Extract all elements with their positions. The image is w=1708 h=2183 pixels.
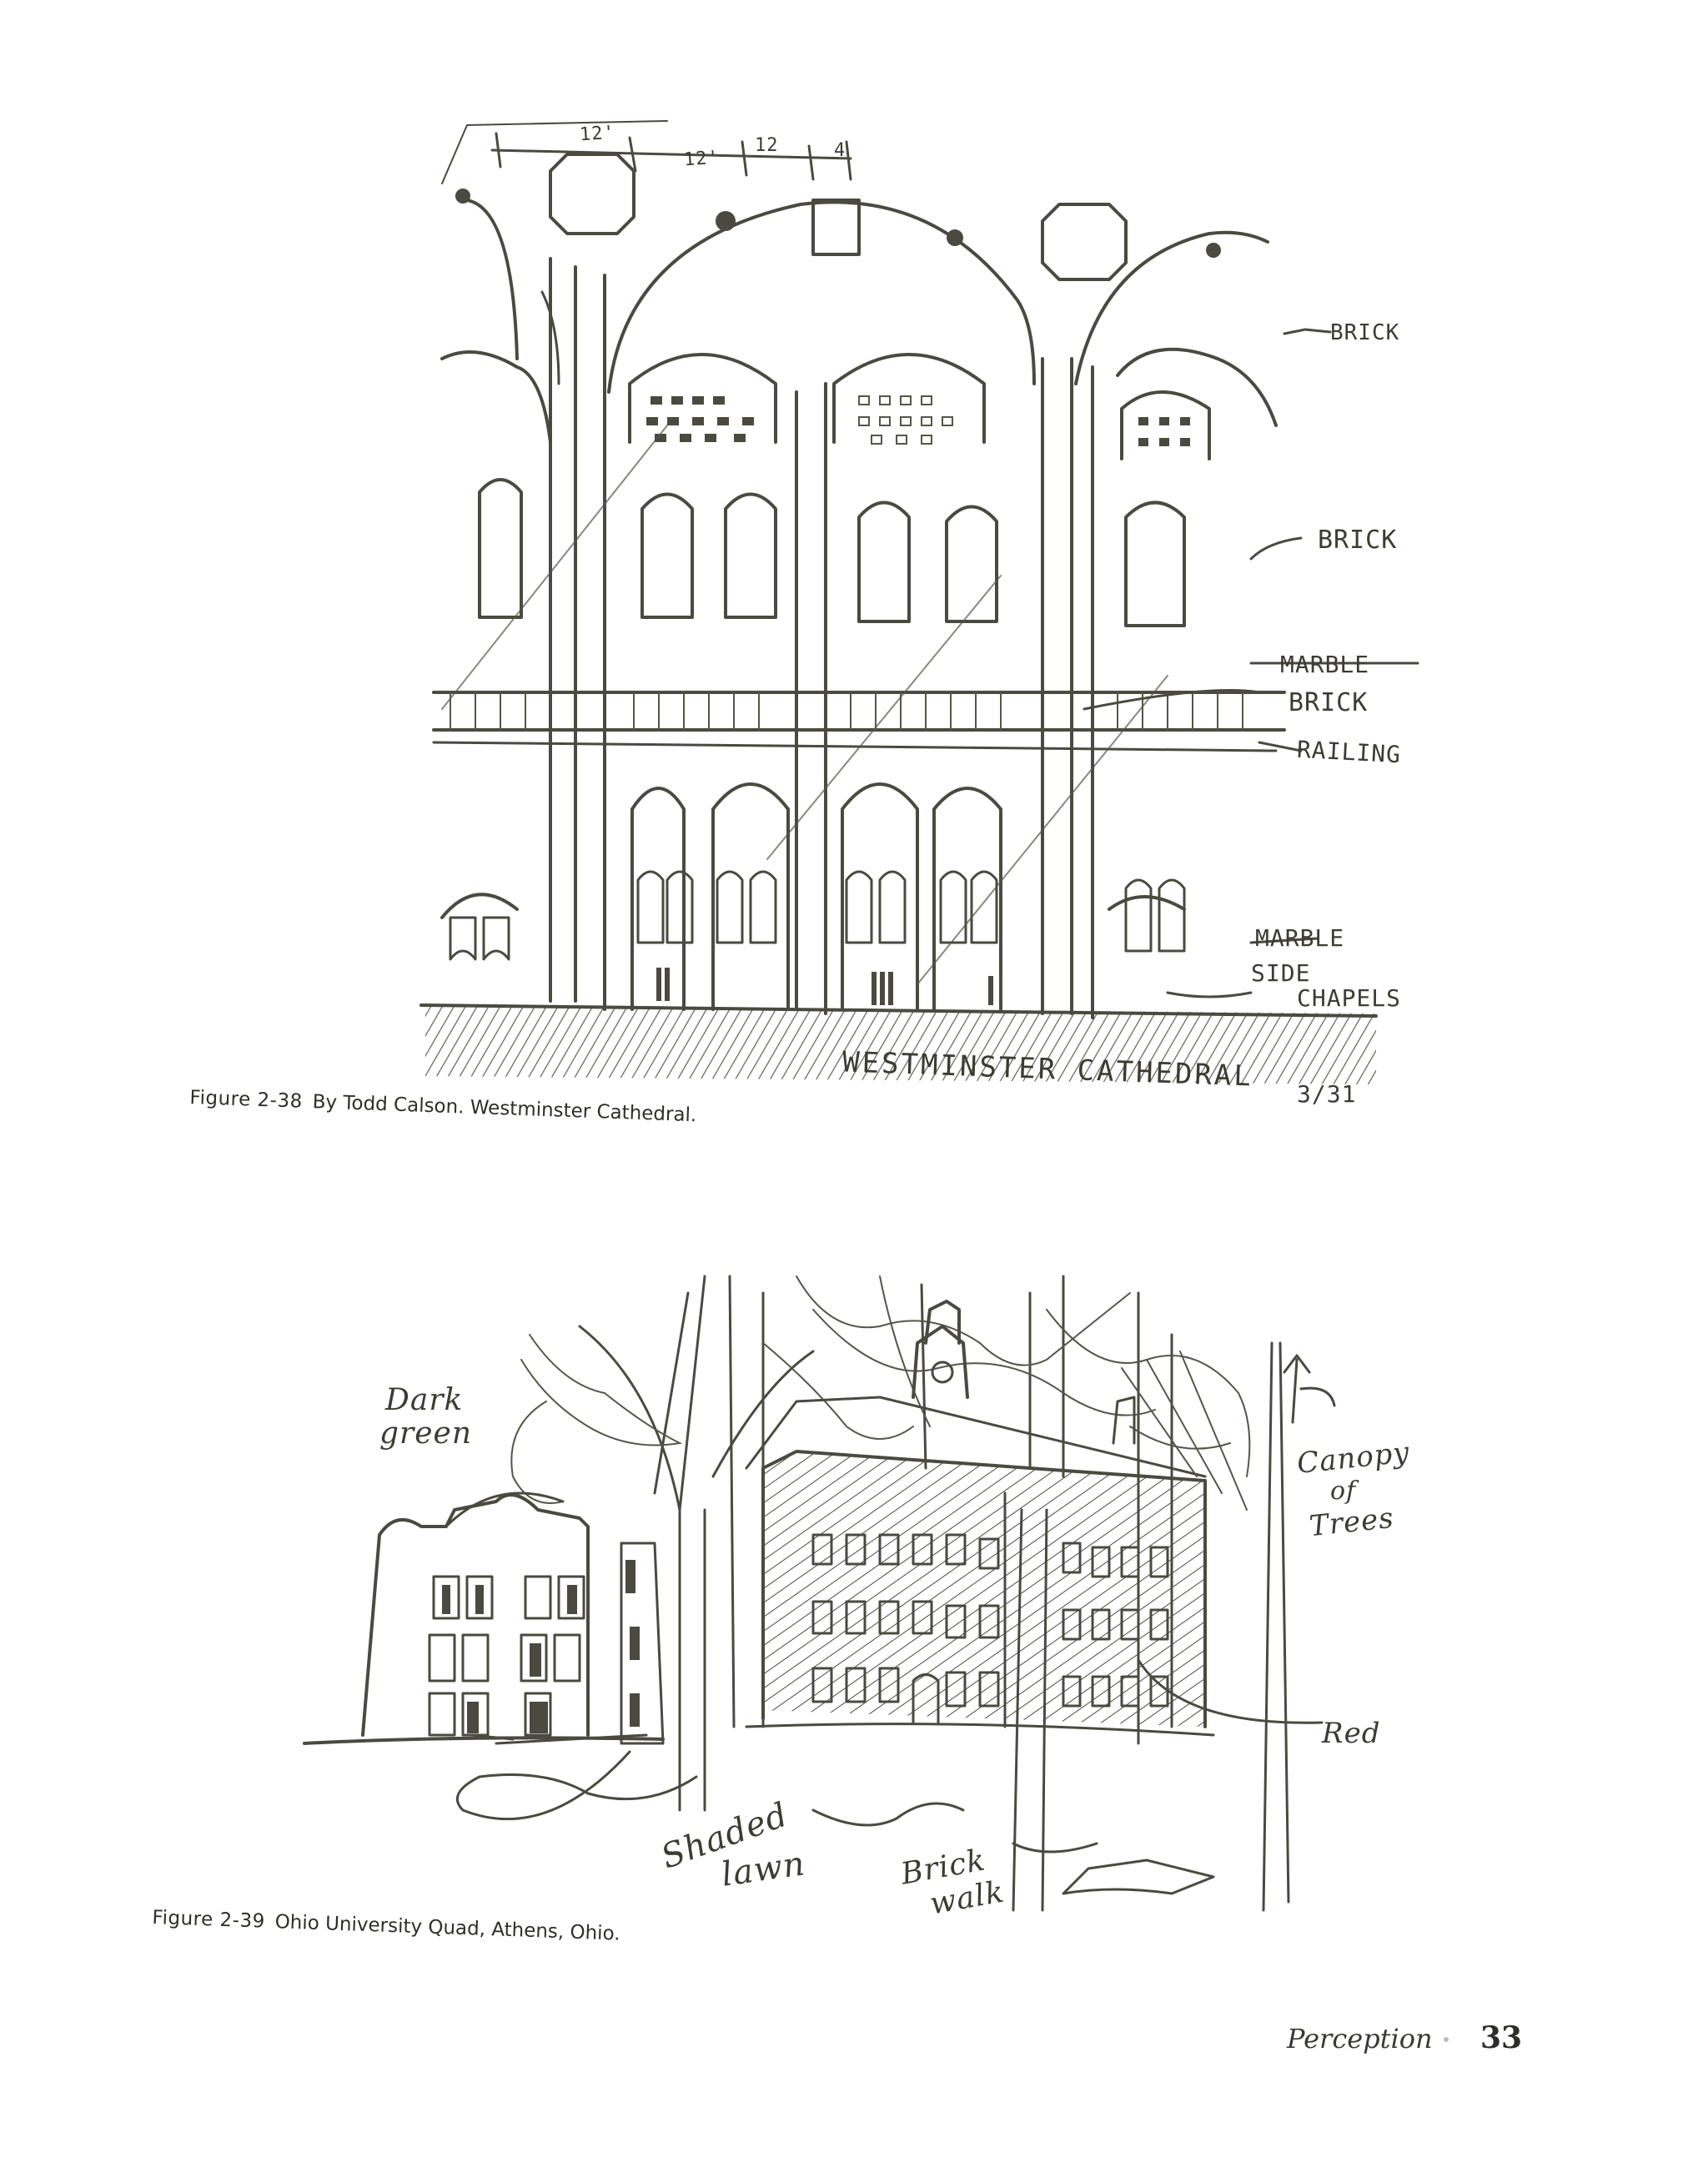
piers (549, 257, 1094, 1019)
section-title: Perception (1287, 2023, 1433, 2055)
floor-hatching (425, 1005, 1376, 1084)
upper-gallery-windows (478, 478, 1186, 627)
central-hall (745, 1300, 1215, 1737)
tree-canopy (510, 1275, 1251, 1511)
red-label: Red (1322, 1717, 1381, 1750)
dome-oculus-center (811, 199, 861, 256)
dim-label-3: 12 (755, 135, 779, 156)
figure-2-38-number: Figure 2-38 (189, 1087, 304, 1113)
annotation-leaders (1083, 328, 1419, 998)
dimension-line (441, 120, 852, 184)
sketch-date: 3/31 (1297, 1080, 1357, 1108)
marble-label-2: MARBLE (1255, 924, 1345, 952)
dim-label-4: 4 (834, 140, 846, 161)
left-house (303, 1491, 665, 1745)
dim-label-2: 12' (683, 147, 721, 171)
brick-label-top: BRICK (1330, 320, 1400, 345)
footer-separator-dot (1444, 2037, 1449, 2042)
figure-2-38-text: By Todd Calson. Westminster Cathedral. (312, 1091, 697, 1127)
dim-label-1: 12' (579, 122, 616, 146)
westminster-cathedral-sketch (417, 108, 1443, 1093)
human-figures (656, 968, 993, 1005)
dark-green-label-1: Dark (385, 1383, 464, 1417)
vault-arches (440, 199, 1278, 444)
ohio-university-quad-sketch (296, 1260, 1397, 1927)
annotation-leaders (455, 1354, 1336, 1895)
side-chapels-label-1: SIDE (1251, 959, 1311, 987)
gallery-railing (432, 691, 1286, 752)
brick-label-low: BRICK (1289, 688, 1369, 717)
dome-oculus-right (1041, 203, 1128, 281)
railing-label: RAILING (1296, 735, 1402, 769)
marble-label-1: MARBLE (1280, 651, 1370, 678)
side-chapel-arches (449, 870, 1186, 961)
figure-2-39-number: Figure 2-39 (152, 1907, 266, 1933)
brick-label-mid: BRICK (1318, 526, 1398, 555)
lower-arcade (440, 782, 1186, 1011)
side-chapels-label-2: CHAPELS (1297, 984, 1402, 1012)
page-number: 33 (1480, 2020, 1523, 2055)
figure-2-38-caption: Figure 2-38 By Todd Calson. Westminster C… (189, 1087, 697, 1126)
clerestory-lunettes (628, 353, 1211, 460)
canopy-label-2: of (1330, 1476, 1357, 1506)
dome-oculus-left (549, 153, 635, 235)
dark-green-label-2: green (379, 1416, 473, 1451)
